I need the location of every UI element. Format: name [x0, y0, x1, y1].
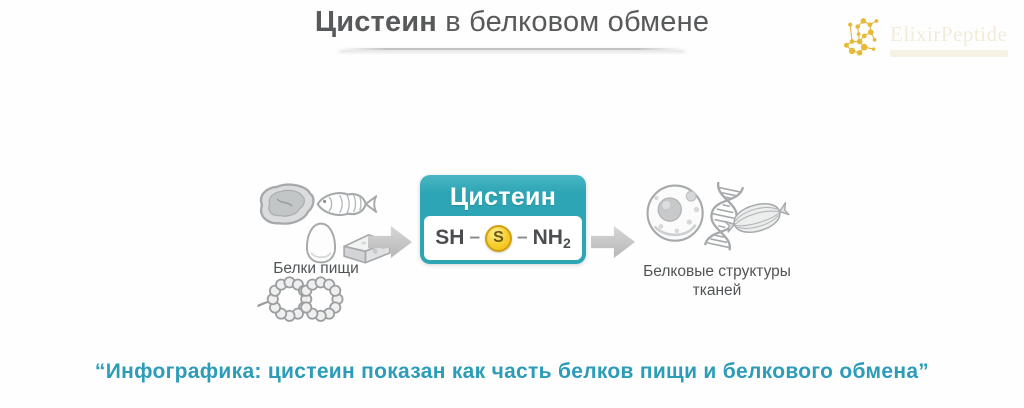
formula-nh2-group: NH2 — [533, 226, 571, 251]
target-label: Белковые структуры тканей — [643, 263, 791, 299]
formula-bond-right: – — [517, 227, 528, 248]
source-label: Белки пищи — [273, 260, 359, 277]
target-group-tissue-structures: Белковые структуры тканей — [642, 180, 792, 300]
logo-text: ElixirPeptide — [890, 12, 1008, 57]
brand-logo: ElixirPeptide — [838, 12, 1008, 58]
logo-brand-name: ElixirPeptide — [890, 22, 1008, 46]
cysteine-box: Цистеин SH – S – NH2 — [420, 175, 586, 264]
source-group-food-proteins: Белки пищи — [252, 180, 391, 330]
molecule-icon — [844, 18, 879, 56]
muscle-icon — [724, 201, 790, 233]
cysteine-formula: SH – S – NH2 — [424, 216, 582, 260]
cysteine-box-title: Цистеин — [449, 182, 557, 211]
sulfur-atom-icon: S — [485, 224, 513, 252]
title-underline — [339, 48, 685, 50]
fish-icon — [316, 192, 378, 217]
formula-bond-left: – — [469, 227, 481, 248]
formula-sh-group: SH — [435, 226, 465, 249]
page-title-rest: в белковом обмене — [437, 6, 710, 38]
steak-icon — [259, 183, 315, 225]
protein-chain-icon — [257, 276, 344, 322]
page-title-keyword: Цистеин — [314, 6, 438, 38]
caption-text: “Инфографика: цистеин показан как часть … — [94, 360, 930, 383]
page-title: Цистеин в белковом обмене — [0, 6, 1024, 39]
right-arrow-icon — [591, 226, 635, 258]
logo-tagline-bar — [890, 50, 1008, 57]
formula-subscript: 2 — [562, 234, 571, 251]
cell-icon — [646, 184, 704, 242]
formula-nh: NH — [532, 225, 563, 249]
egg-icon — [305, 222, 337, 264]
